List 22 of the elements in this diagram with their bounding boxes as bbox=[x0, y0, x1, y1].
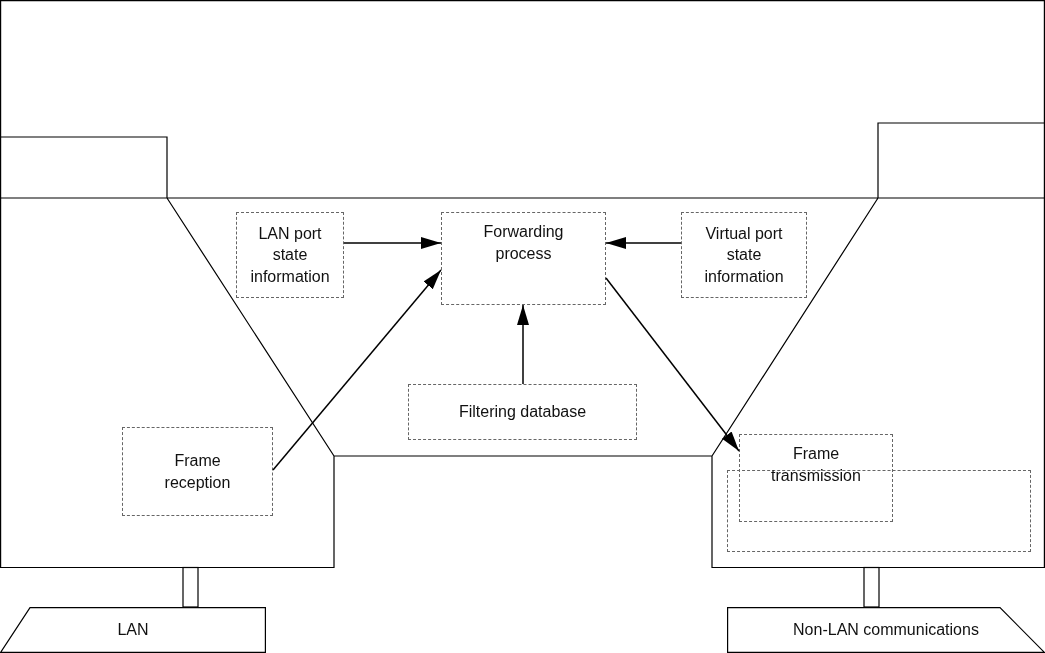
arrow bbox=[343, 237, 442, 249]
node-label: LAN port state information bbox=[249, 223, 331, 287]
lan-parallelogram bbox=[0, 607, 266, 653]
state-info-box bbox=[681, 212, 807, 298]
transmission-box bbox=[739, 434, 893, 522]
node-label: Frame transmission bbox=[770, 444, 862, 486]
database-box bbox=[408, 384, 637, 440]
node-label: Forwarding process bbox=[482, 222, 565, 264]
state-info-box bbox=[236, 212, 344, 298]
arrow bbox=[605, 277, 740, 452]
reception-box bbox=[122, 427, 273, 516]
node-label: LAN bbox=[117, 620, 149, 641]
process-box bbox=[441, 212, 606, 305]
arrow bbox=[272, 269, 442, 471]
node-label: Virtual port state information bbox=[703, 223, 785, 287]
node-label: Non-LAN communications bbox=[793, 620, 979, 641]
arrow bbox=[517, 304, 529, 385]
node-label: Frame reception bbox=[163, 450, 232, 493]
network-parallelogram bbox=[727, 607, 1045, 653]
dashed-box bbox=[727, 470, 1031, 552]
arrow bbox=[605, 237, 682, 249]
node-label: Filtering database bbox=[458, 402, 587, 423]
